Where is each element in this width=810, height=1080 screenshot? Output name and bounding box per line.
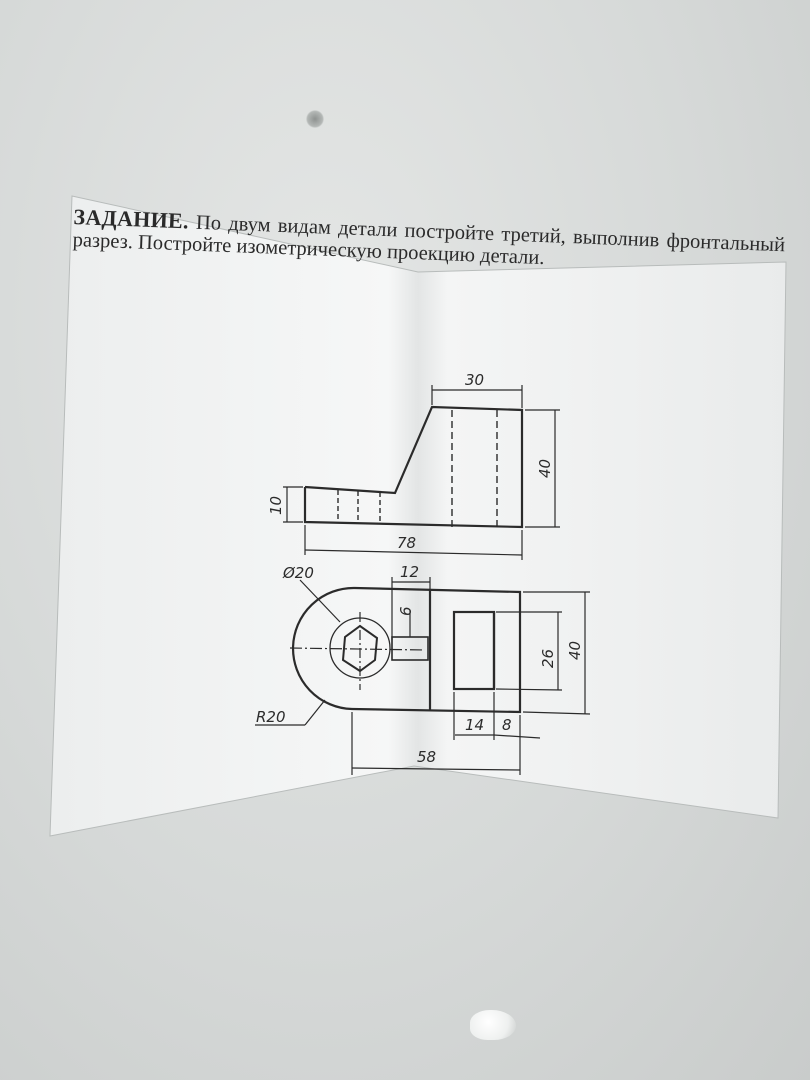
dim-40-top: 40 [566, 641, 584, 660]
dim-r20: R20 [256, 708, 286, 726]
dim-78: 78 [397, 534, 416, 552]
paint-blob [470, 1010, 516, 1040]
dim-30: 30 [465, 371, 484, 389]
dim-phi20: Ø20 [282, 564, 314, 582]
dimension-lines [255, 385, 591, 775]
dim-58: 58 [417, 748, 436, 766]
dim-40-front: 40 [536, 459, 554, 478]
dim-8: 8 [502, 716, 512, 734]
dim-10: 10 [267, 496, 285, 515]
front-view [303, 405, 524, 529]
dim-26: 26 [539, 649, 557, 668]
screw-hole [306, 110, 324, 128]
dim-14: 14 [465, 716, 484, 734]
dim-12: 12 [400, 563, 419, 581]
dim-6: 6 [397, 606, 415, 616]
